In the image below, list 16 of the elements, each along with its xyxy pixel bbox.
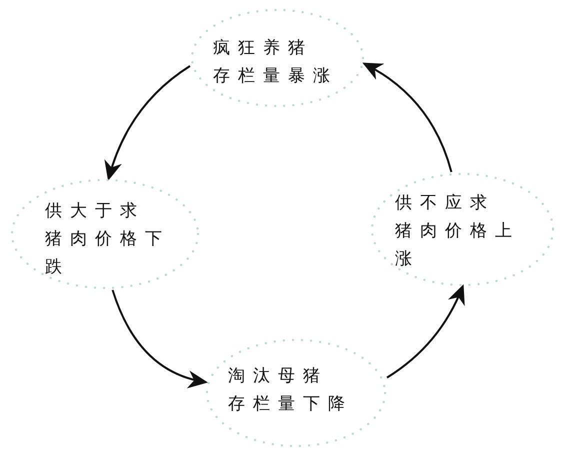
node-text: 猪肉价格上涨 — [395, 220, 521, 271]
node-text: 淘汰母猪 — [228, 365, 329, 388]
node-text: 供不应求 — [395, 192, 496, 215]
node-text: 猪肉价格下跌 — [45, 228, 171, 279]
node-text: 存栏量暴涨 — [213, 65, 339, 88]
cloud-bubble — [370, 172, 555, 287]
cloud-bubble — [10, 178, 200, 290]
curved-arrow — [112, 290, 208, 388]
curved-arrow — [362, 62, 452, 172]
node-text: 存栏量下降 — [228, 393, 354, 416]
node-text: 供大于求 — [45, 200, 146, 223]
curved-arrow — [386, 284, 464, 378]
cloud-bubble — [205, 338, 387, 448]
curved-arrow — [104, 65, 191, 181]
cloud-bubble — [190, 8, 365, 108]
node-text: 疯狂养猪 — [213, 37, 314, 60]
